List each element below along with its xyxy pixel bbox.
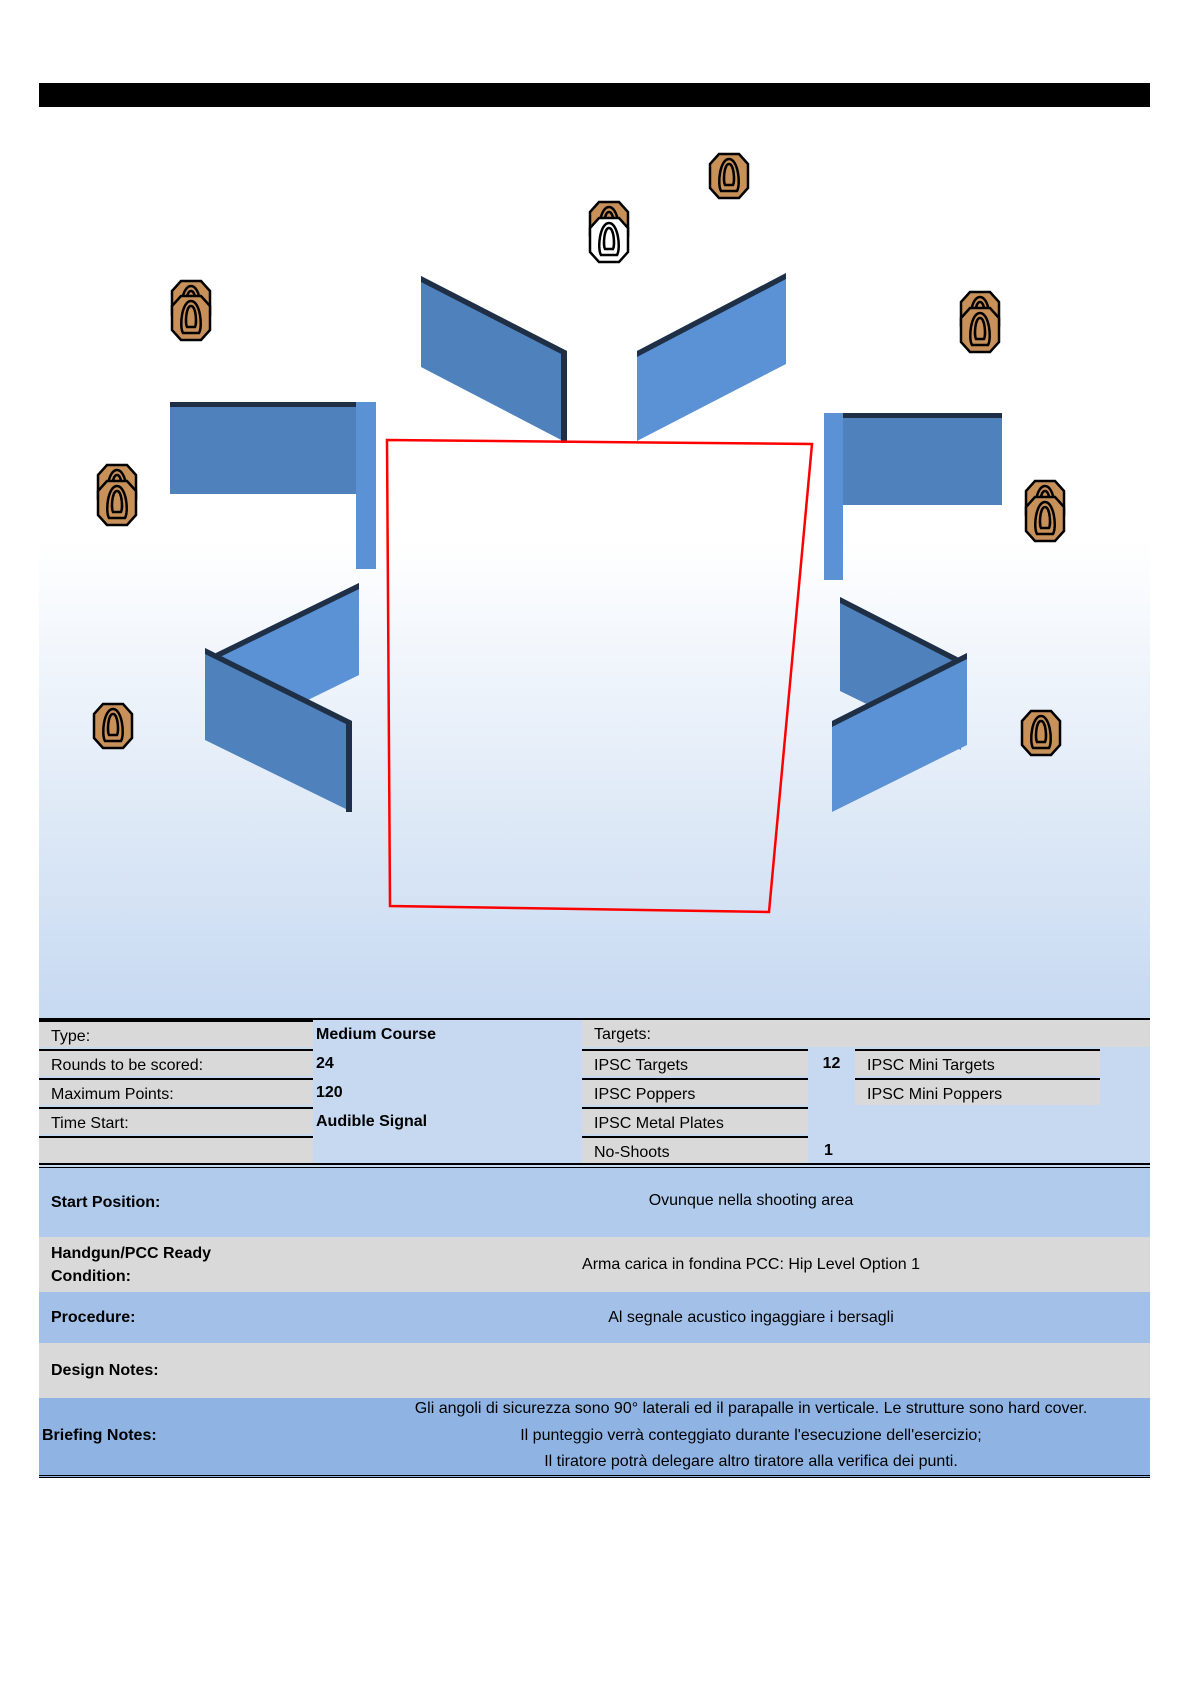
target-icon	[959, 306, 1001, 354]
target-icon	[1020, 709, 1062, 757]
wall-lower-right	[832, 597, 967, 812]
stage-info-table: Type: Rounds to be scored: Maximum Point…	[39, 1018, 1150, 1168]
ready-label-line1: Handgun/PCC Ready	[51, 1245, 212, 1262]
procedure-row: Procedure: Al segnale acustico ingaggiar…	[39, 1292, 1150, 1343]
ipsc-metal-label: IPSC Metal Plates	[582, 1107, 808, 1134]
no-shoots-count: 1	[824, 1142, 833, 1159]
stage-background	[39, 540, 1150, 1020]
type-value: Medium Course	[316, 1026, 437, 1043]
ipsc-poppers-label: IPSC Poppers	[582, 1078, 808, 1105]
max-points-value: 120	[316, 1084, 343, 1101]
target-icon	[708, 152, 750, 200]
empty-label	[39, 1136, 313, 1163]
time-start-label: Time Start:	[39, 1107, 313, 1134]
procedure-value: Al segnale acustico ingaggiare i bersagl…	[608, 1309, 894, 1326]
ipsc-targets-label: IPSC Targets	[582, 1049, 808, 1076]
start-position-value: Ovunque nella shooting area	[648, 1192, 854, 1209]
target-icon	[92, 702, 134, 750]
max-points-label: Maximum Points:	[39, 1078, 313, 1105]
target-icon	[96, 479, 138, 527]
shooting-area	[385, 438, 814, 914]
mini-poppers-label: IPSC Mini Poppers	[855, 1078, 1100, 1105]
briefing-notes-row: Briefing Notes: Gli angoli di sicurezza …	[39, 1398, 1150, 1478]
design-notes-label: Design Notes:	[51, 1362, 159, 1379]
rounds-label: Rounds to be scored:	[39, 1049, 313, 1076]
briefing-notes-label: Briefing Notes:	[42, 1427, 157, 1444]
ready-condition-row: Handgun/PCC Ready Condition: Arma carica…	[39, 1237, 1150, 1292]
wall-right-flag	[824, 413, 1002, 580]
stage-diagram	[92, 152, 1066, 914]
type-label: Type:	[39, 1020, 313, 1047]
design-notes-row: Design Notes:	[39, 1343, 1150, 1398]
rounds-value: 24	[316, 1055, 334, 1072]
time-start-value: Audible Signal	[316, 1113, 428, 1130]
target-icon	[1024, 495, 1066, 543]
ready-value: Arma carica in fondina PCC: Hip Level Op…	[582, 1256, 920, 1273]
no-shoot-icon	[588, 216, 630, 264]
target-icon	[170, 294, 212, 342]
wall-top-right	[637, 273, 786, 441]
no-shoots-label: No-Shoots	[582, 1136, 808, 1163]
procedure-label: Procedure:	[51, 1309, 136, 1326]
briefing-line: Il punteggio verrà conteggiato durante l…	[520, 1427, 982, 1444]
start-position-label: Start Position:	[51, 1194, 161, 1211]
wall-top-left	[421, 276, 567, 443]
wall-left-flag	[170, 402, 376, 569]
ipsc-targets-count: 12	[822, 1055, 841, 1072]
mini-targets-label: IPSC Mini Targets	[855, 1049, 1100, 1076]
targets-header: Targets:	[582, 1020, 1150, 1047]
briefing-line: Gli angoli di sicurezza sono 90° lateral…	[414, 1400, 1088, 1417]
wall-lower-left	[205, 583, 359, 812]
title-bar	[39, 83, 1150, 107]
ready-label-line2: Condition:	[51, 1268, 131, 1285]
briefing-line: Il tiratore potrà delegare altro tirator…	[544, 1453, 958, 1470]
start-position-row: Start Position: Ovunque nella shooting a…	[39, 1168, 1150, 1237]
